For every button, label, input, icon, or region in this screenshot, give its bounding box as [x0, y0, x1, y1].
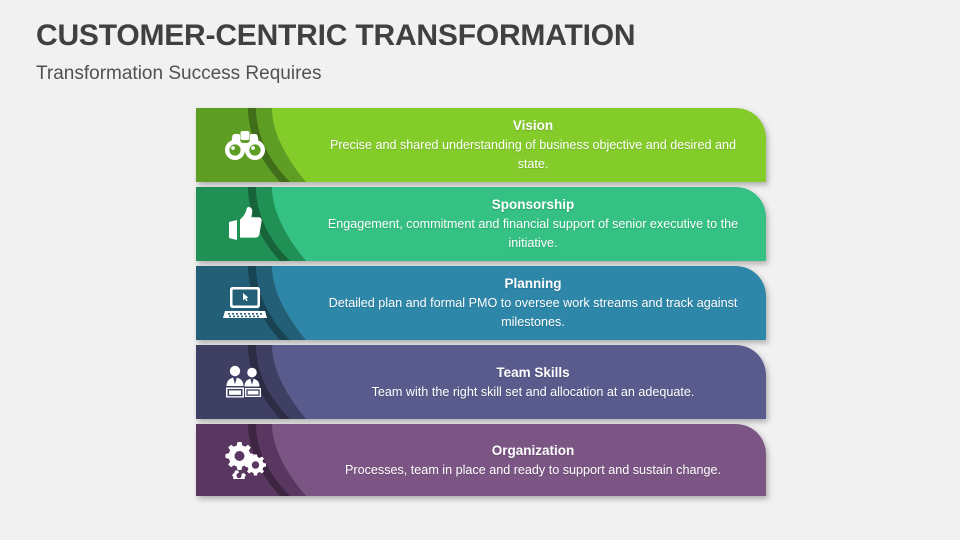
- page-subtitle: Transformation Success Requires: [36, 63, 322, 84]
- band-team-skills[interactable]: Team Skills Team with the right skill se…: [196, 345, 766, 419]
- band-shape: [196, 266, 766, 340]
- band-heading: Sponsorship: [491, 197, 575, 212]
- band-heading: Organization: [491, 442, 575, 458]
- band-description: Precise and shared understanding of busi…: [329, 138, 737, 171]
- team-people-icon: [214, 345, 276, 419]
- band-organization[interactable]: Organization Processes, team in place an…: [196, 424, 766, 496]
- thumbs-up-icon: [214, 187, 276, 261]
- band-shape: [196, 345, 766, 419]
- page-title: CUSTOMER-CENTRIC TRANSFORMATION: [36, 19, 636, 52]
- band-text: Vision Precise and shared understanding …: [316, 108, 750, 182]
- binoculars-icon: [214, 108, 276, 182]
- band-description: Processes, team in place and ready to su…: [345, 462, 721, 477]
- slide-header: CUSTOMER-CENTRIC TRANSFORMATION Transfor…: [36, 18, 916, 86]
- band-planning[interactable]: Planning Detailed plan and formal PMO to…: [196, 266, 766, 340]
- band-sponsorship[interactable]: Sponsorship Engagement, commitment and f…: [196, 187, 766, 261]
- band-heading: Planning: [504, 276, 562, 291]
- laptop-icon: [214, 266, 276, 340]
- gears-icon: [214, 424, 276, 496]
- band-description: Team with the right skill set and alloca…: [371, 384, 695, 399]
- band-heading: Team Skills: [496, 364, 570, 380]
- band-text: Team Skills Team with the right skill se…: [316, 345, 750, 419]
- process-band-list: Vision Precise and shared understanding …: [196, 108, 766, 501]
- band-text: Planning Detailed plan and formal PMO to…: [316, 266, 750, 340]
- band-description: Detailed plan and formal PMO to oversee …: [328, 296, 738, 329]
- band-text: Organization Processes, team in place an…: [316, 424, 750, 496]
- band-text: Sponsorship Engagement, commitment and f…: [316, 187, 750, 261]
- band-heading: Vision: [512, 118, 554, 133]
- band-description: Engagement, commitment and financial sup…: [327, 217, 739, 250]
- band-vision[interactable]: Vision Precise and shared understanding …: [196, 108, 766, 182]
